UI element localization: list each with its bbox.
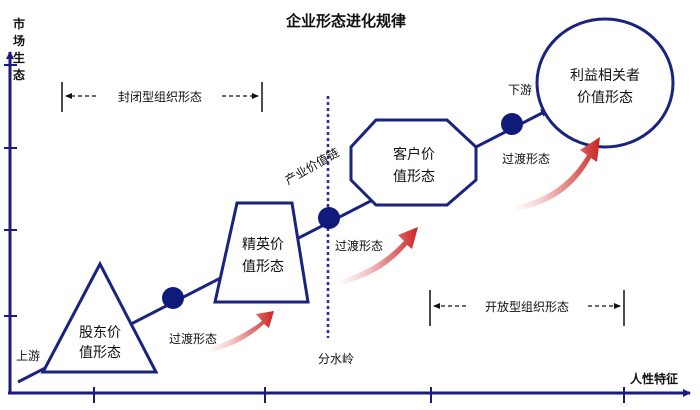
stage-shape-circle [535,17,675,149]
transition-label: 过渡形态 [169,331,217,346]
stage-label-line: 精英价 [242,236,284,253]
transition-arrow [338,227,418,285]
stage-shape-trapezoid [213,201,310,304]
stage-customer: 客户价 值形态 [349,118,478,207]
y-axis-label: 市 场 生 态 [13,16,25,82]
transition-node [501,113,523,135]
stage-shape-triangle [40,260,159,374]
stage-shareholder: 股东价 值形态 [40,260,159,374]
transition-label: 过渡形态 [335,238,383,253]
stage-stakeholder: 利益相关者 价值形态 [535,17,675,149]
watershed-label: 分水岭 [318,352,354,366]
open-org-label: 开放型组织形态 [485,299,569,314]
transition-arrow [514,137,600,211]
stage-label-line: 价值形态 [577,90,633,106]
transition-node [162,287,184,309]
stage-elite: 精英价 值形态 [213,201,310,304]
diagram-title: 企业形态进化规律 [285,12,406,30]
stage-label-line: 值形态 [393,169,435,185]
transition-label: 过渡形态 [502,151,550,166]
open-org-span [429,290,625,326]
x-axis-label: 人性特征 [630,371,678,386]
stage-label-line: 值形态 [79,345,121,361]
y-axis-label-char: 市 [13,16,25,31]
downstream-label: 下游 [508,83,532,97]
transition-arrow [208,311,274,353]
transition-node [318,207,340,229]
stage-label-line: 值形态 [242,259,284,275]
upstream-label: 上游 [16,349,40,363]
closed-org-span [61,82,263,112]
y-axis-label-char: 态 [13,67,25,82]
value-chain-label: 产业价值链 [282,145,341,188]
x-axis [8,387,691,403]
y-axis-label-char: 生 [13,50,25,65]
y-axis-label-char: 场 [13,34,25,48]
stage-shape-octagon [349,118,478,207]
stage-label-line: 客户价 [393,146,435,163]
stage-label-line: 利益相关者 [570,68,640,84]
stage-label-line: 股东价 [79,325,121,341]
y-axis [4,51,17,393]
closed-org-label: 封闭型组织形态 [118,90,202,104]
